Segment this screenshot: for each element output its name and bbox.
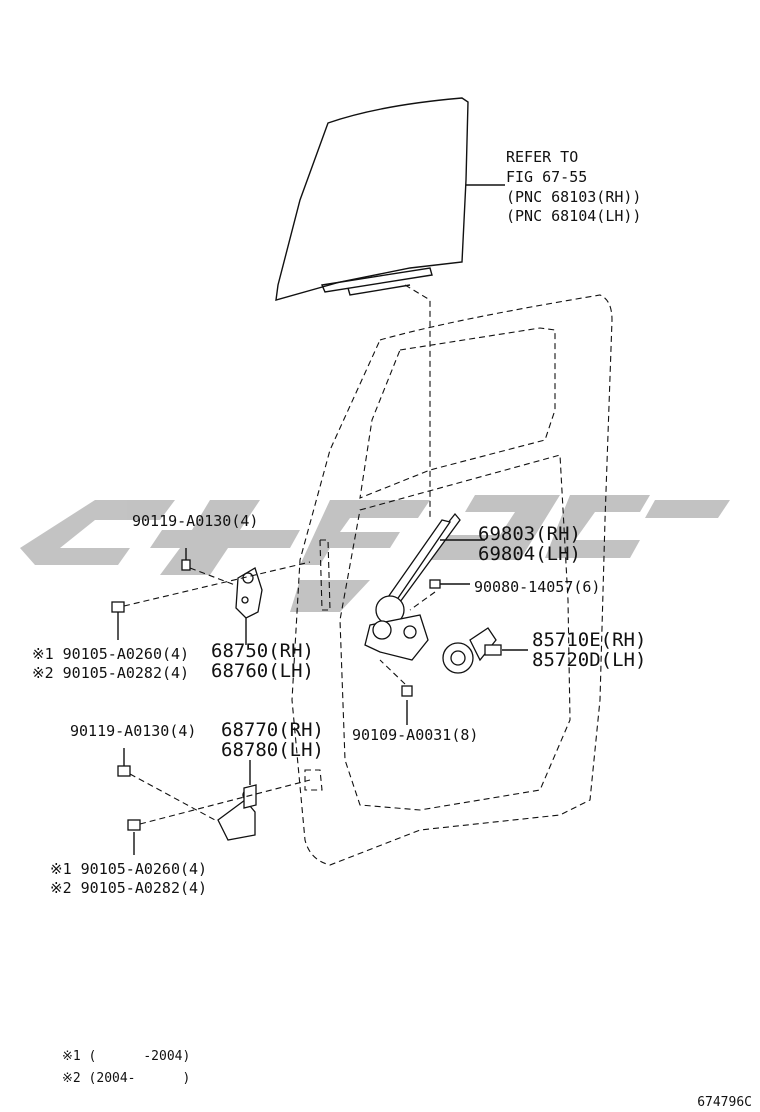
door-glass xyxy=(275,97,469,301)
part-69804: 69804(LH) xyxy=(478,543,581,565)
part-68770: 68770(RH) xyxy=(221,719,324,741)
part-68780: 68780(LH) xyxy=(221,739,324,761)
note-2: ※2 (2004- ) xyxy=(62,1071,190,1086)
window-motor xyxy=(442,627,528,674)
upper-hinge xyxy=(111,548,311,645)
part-90105-a-bot: ※1 90105-A0260(4) xyxy=(50,860,207,878)
diagram-id: 674796C xyxy=(697,1095,752,1110)
part-90119-top: 90119-A0130(4) xyxy=(132,512,258,530)
part-90105-a-top: ※1 90105-A0260(4) xyxy=(32,645,189,663)
refer-line-2: FIG 67-55 xyxy=(506,168,587,186)
refer-line-4: (PNC 68104(LH)) xyxy=(506,207,641,225)
part-69803: 69803(RH) xyxy=(478,523,581,545)
part-90105-b-top: ※2 90105-A0282(4) xyxy=(32,664,189,682)
part-68760: 68760(LH) xyxy=(211,660,314,682)
part-90109: 90109-A0031(8) xyxy=(352,726,478,744)
part-90119-bot: 90119-A0130(4) xyxy=(70,722,196,740)
window-regulator xyxy=(364,512,461,661)
watermark-logo xyxy=(20,495,730,612)
bolt-90109 xyxy=(379,659,413,725)
part-90105-b-bot: ※2 90105-A0282(4) xyxy=(50,879,207,897)
part-90080: 90080-14057(6) xyxy=(474,578,600,596)
bolt-90080 xyxy=(409,579,470,611)
part-68750: 68750(RH) xyxy=(211,640,314,662)
part-85720: 85720D(LH) xyxy=(532,649,646,671)
note-1: ※1 ( -2004) xyxy=(62,1049,190,1064)
part-85710: 85710E(RH) xyxy=(532,629,646,651)
refer-line-3: (PNC 68103(RH)) xyxy=(506,188,641,206)
door-panel xyxy=(291,284,613,866)
refer-line-1: REFER TO xyxy=(506,148,578,166)
lower-hinge xyxy=(117,748,311,855)
